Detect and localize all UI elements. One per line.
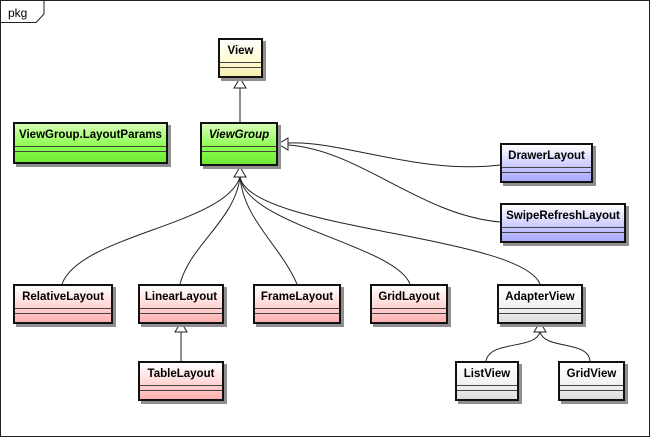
class-tablelayout: TableLayout	[138, 361, 224, 401]
class-name-framelayout: FrameLayout	[260, 291, 334, 303]
class-name-relativelayout: RelativeLayout	[22, 291, 104, 303]
class-name-view: View	[227, 45, 254, 57]
edge-drawerlayout-viewgroup	[287, 142, 501, 168]
class-name-layout-params: ViewGroup.LayoutParams	[19, 129, 162, 141]
class-viewgroup: ViewGroup	[200, 122, 278, 166]
class-drawerlayout: DrawerLayout	[500, 143, 593, 183]
class-gridview: GridView	[558, 361, 625, 401]
package-tab-area: pkg	[1, 1, 43, 23]
class-name-gridview: GridView	[566, 368, 617, 380]
edge-gridview-adapterview	[539, 331, 591, 362]
package-label: pkg	[8, 6, 28, 20]
generalization-arrowhead	[277, 137, 289, 151]
class-name-gridlayout: GridLayout	[378, 291, 440, 303]
edge-gridlayout-viewgroup	[239, 176, 411, 285]
class-name-listview: ListView	[463, 368, 511, 380]
class-name-swiperefreshlayout: SwipeRefreshLayout	[506, 210, 620, 222]
generalization-arrowhead	[233, 166, 247, 178]
class-name-tablelayout: TableLayout	[147, 368, 215, 380]
edge-framelayout-viewgroup	[239, 176, 298, 285]
generalization-arrowhead	[233, 77, 247, 89]
class-name-adapterview: AdapterView	[505, 291, 575, 303]
class-name-drawerlayout: DrawerLayout	[508, 150, 585, 162]
class-framelayout: FrameLayout	[253, 284, 341, 324]
edge-linearlayout-viewgroup	[179, 176, 241, 285]
class-view: View	[218, 38, 263, 78]
generalization-arrowhead	[174, 321, 188, 333]
edge-swiperefresh-viewgroup	[287, 144, 501, 223]
class-layout-params: ViewGroup.LayoutParams	[13, 122, 168, 164]
class-linearlayout: LinearLayout	[138, 284, 224, 324]
class-name-viewgroup: ViewGroup	[208, 129, 270, 141]
class-relativelayout: RelativeLayout	[13, 284, 113, 324]
edge-listview-adapterview	[485, 331, 541, 362]
class-adapterview: AdapterView	[497, 284, 583, 324]
edge-adapterview-viewgroup	[239, 176, 541, 285]
class-listview: ListView	[455, 361, 519, 401]
class-name-linearlayout: LinearLayout	[144, 291, 218, 303]
edge-relativelayout-viewgroup	[61, 176, 241, 285]
class-gridlayout: GridLayout	[370, 284, 448, 324]
generalization-arrowhead	[533, 321, 547, 333]
class-swiperefreshlayout: SwipeRefreshLayout	[500, 203, 626, 243]
package-tab	[0, 0, 45, 23]
